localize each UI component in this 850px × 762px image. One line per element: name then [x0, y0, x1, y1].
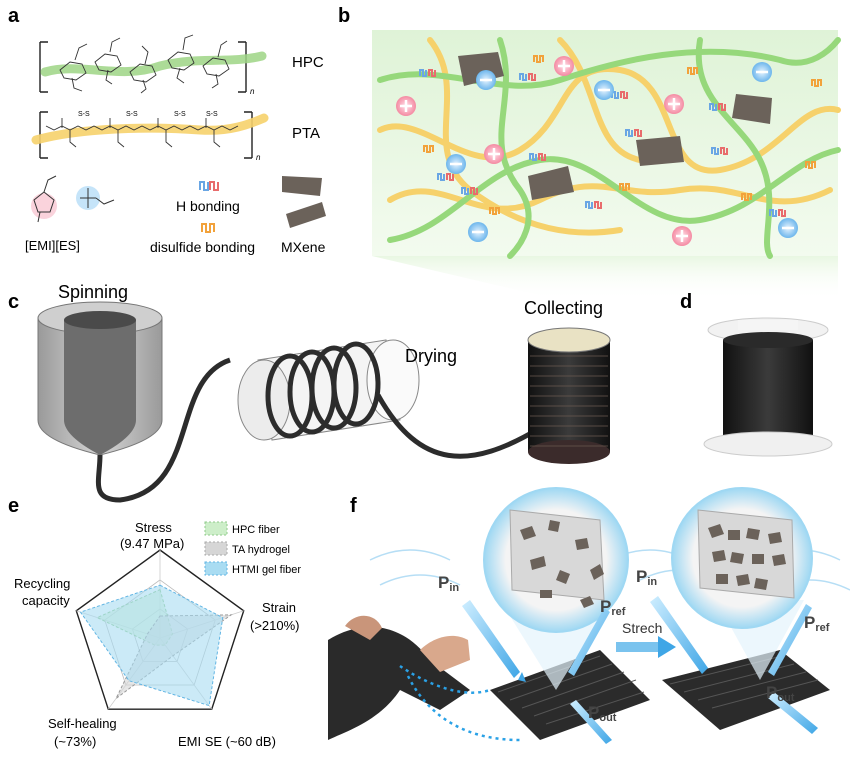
- mxene-flakes-icon: [282, 176, 326, 228]
- p-ref-right: Pref: [804, 613, 830, 634]
- pta-structure: [31, 111, 269, 159]
- strech-label: Strech: [622, 620, 662, 636]
- hpc-structure: [39, 34, 267, 94]
- disulfide-bonding-icon: [201, 223, 215, 233]
- zoom-bubble-left: [483, 487, 629, 690]
- radar-legend: HPC fiber TA hydrogel HTMI gel fiber: [204, 521, 301, 576]
- drying-tube: [237, 339, 420, 441]
- spinning-label: Spinning: [58, 282, 128, 302]
- axis-stress-line2: (9.47 MPa): [120, 536, 184, 551]
- h-bonding-label: H bonding: [176, 198, 240, 214]
- polymer-network: [377, 37, 841, 259]
- zoom-dotted-lines: [399, 664, 521, 742]
- axis-emi-se: EMI SE (~60 dB): [178, 734, 276, 749]
- disulfide-bonds: [423, 55, 822, 215]
- hpc-label: HPC: [292, 54, 324, 71]
- axis-stress-line1: Stress: [135, 520, 172, 535]
- legend-htmi: HTMI gel fiber: [232, 564, 301, 576]
- p-in-left: Pin: [438, 573, 459, 594]
- pta-repeat-n: n: [256, 153, 261, 162]
- ss-bond-3: S-S: [174, 111, 186, 118]
- legend-swatch-htmi: [204, 561, 228, 576]
- zoom-bubble-right: [671, 487, 813, 680]
- radar-series-htmi-gel-fiber: [79, 584, 224, 707]
- panel-c-label: c: [8, 291, 19, 313]
- p-ref-left: Pref: [600, 597, 626, 618]
- legend-ta: TA hydrogel: [232, 544, 290, 556]
- h-bonding-icon: [199, 181, 219, 191]
- legend-hpc: HPC fiber: [232, 524, 280, 536]
- drying-label: Drying: [405, 346, 457, 366]
- panel-e-label: e: [8, 495, 19, 517]
- radar-grid-ring: [75, 549, 245, 710]
- panel-a-label: a: [8, 5, 20, 27]
- axis-self-healing-line2: (~73%): [54, 734, 96, 749]
- mxene-label: MXene: [281, 239, 326, 255]
- axis-recycling-line1: Recycling: [14, 576, 70, 591]
- collecting-spool: [527, 327, 611, 464]
- reflected-beams: [568, 604, 812, 676]
- ss-bond-2: S-S: [126, 111, 138, 118]
- p-in-right: Pin: [636, 567, 657, 588]
- p-out-left: Pout: [588, 703, 617, 724]
- p-out-right: Pout: [766, 683, 795, 704]
- radar-chart: [75, 549, 245, 710]
- anions: [446, 62, 798, 242]
- emi-es-molecule: [31, 175, 115, 223]
- hpc-repeat-n: n: [250, 87, 255, 96]
- emi-es-label: [EMI][ES]: [25, 238, 80, 253]
- axis-recycling-line2: capacity: [22, 593, 70, 608]
- mxene-flakes: [458, 52, 772, 200]
- axis-strain-line2: (>210%): [250, 618, 300, 633]
- panel-d-label: d: [680, 291, 692, 313]
- strech-arrow-icon: [616, 636, 676, 658]
- axis-strain-line1: Strain: [262, 600, 296, 615]
- legend-swatch-hpc: [204, 521, 228, 536]
- axis-self-healing-line1: Self-healing: [48, 716, 117, 731]
- arm-figure: [328, 615, 470, 740]
- collecting-label: Collecting: [524, 298, 603, 318]
- fiber-strand: [95, 357, 231, 503]
- pta-label: PTA: [292, 125, 320, 142]
- spinning-syringe: [37, 301, 163, 456]
- fiber-to-collector: [375, 393, 542, 459]
- ss-bond-1: S-S: [78, 111, 90, 118]
- legend-swatch-ta: [204, 541, 228, 556]
- disulfide-bonding-label: disulfide bonding: [150, 239, 255, 255]
- zoom-cone-b: [372, 256, 838, 300]
- ss-bond-4: S-S: [206, 111, 218, 118]
- transmitted-beams: [570, 692, 818, 744]
- h-bond-pairs: [419, 69, 786, 217]
- cations: [396, 56, 692, 246]
- panel-b-label: b: [338, 5, 350, 27]
- incident-beams: [462, 596, 708, 682]
- panel-f-label: f: [350, 495, 357, 517]
- fiber-spool-photo: [703, 317, 833, 457]
